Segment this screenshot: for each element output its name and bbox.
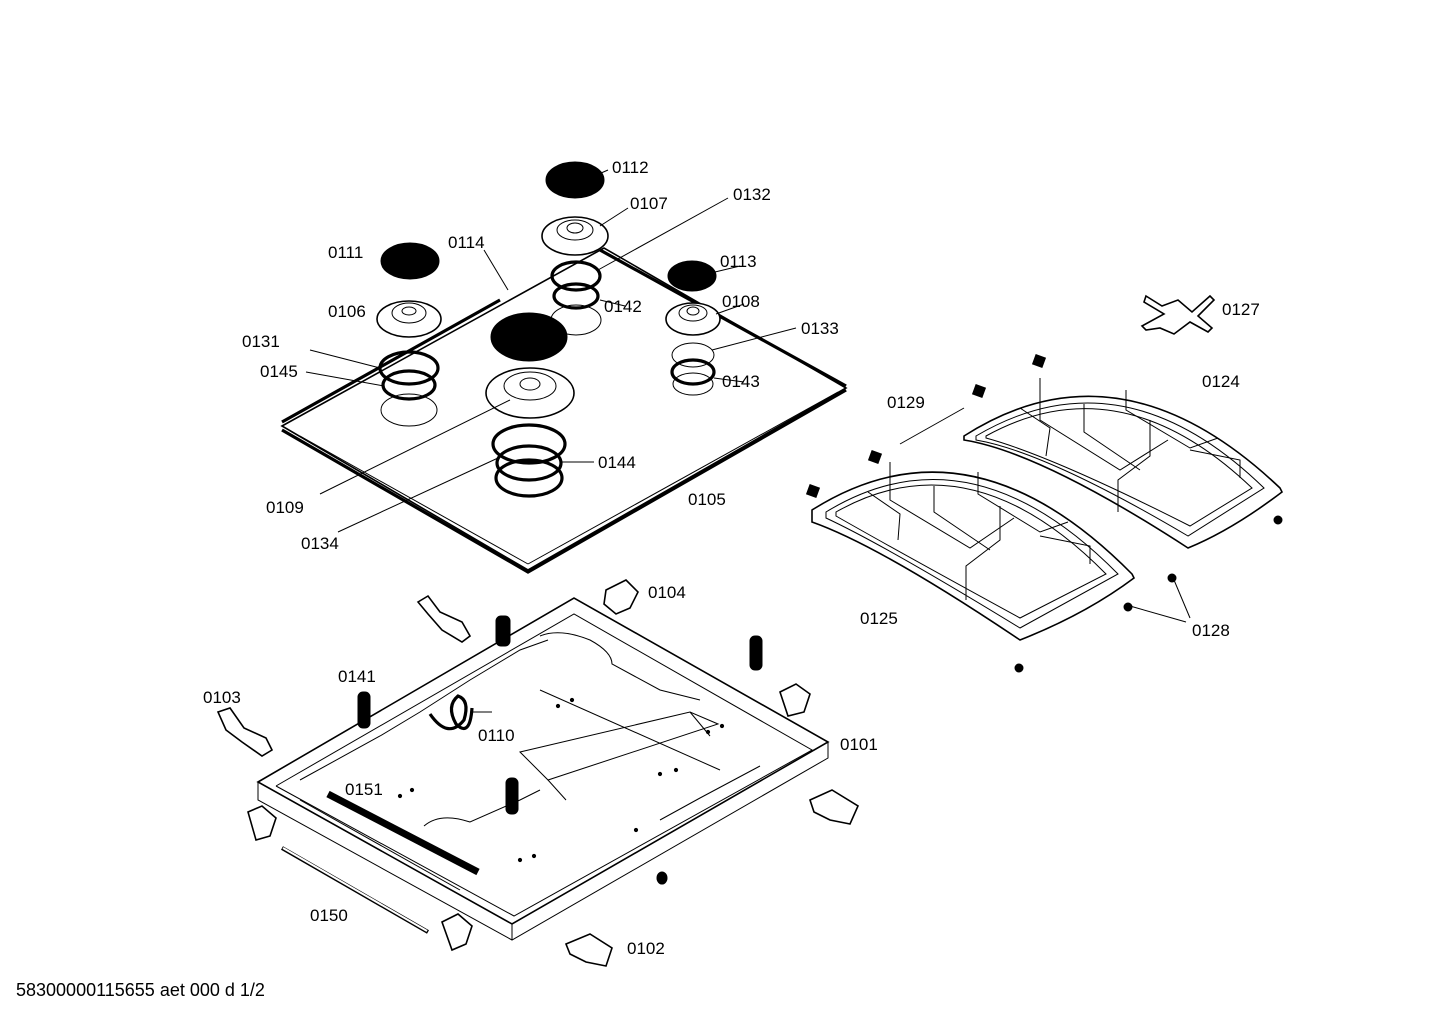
- burner-head-0106: [376, 300, 442, 338]
- label-0132: 0132: [733, 185, 771, 204]
- label-0101: 0101: [840, 735, 878, 754]
- label-0129: 0129: [887, 393, 925, 412]
- burner-head-0108: [665, 302, 721, 336]
- label-0111: 0111: [328, 243, 363, 262]
- burner-cap-large: [490, 312, 568, 362]
- mounting-brackets: [216, 579, 860, 967]
- label-0150: 0150: [310, 906, 348, 925]
- label-0109: 0109: [266, 498, 304, 517]
- label-0133: 0133: [801, 319, 839, 338]
- hob-top-plate: [280, 247, 848, 574]
- label-0114: 0114: [448, 233, 485, 252]
- bracket-0104: [603, 579, 639, 615]
- label-0104: 0104: [648, 583, 686, 602]
- label-0127: 0127: [1222, 300, 1260, 319]
- base-tray-0101: [256, 597, 830, 941]
- screw-points: [397, 697, 725, 863]
- label-0108: 0108: [722, 292, 760, 311]
- clip-0102: [564, 933, 613, 967]
- label-0145: 0145: [260, 362, 298, 381]
- label-0103: 0103: [203, 688, 241, 707]
- pan-support-0124: [963, 353, 1284, 549]
- label-0151: 0151: [345, 780, 383, 799]
- leader-lines-top: [305, 169, 797, 533]
- label-0124: 0124: [1202, 372, 1240, 391]
- burner-heads: [376, 216, 721, 419]
- rubber-feet-0128: [1014, 515, 1283, 673]
- label-0141: 0141: [338, 667, 376, 686]
- label-0134: 0134: [301, 534, 339, 553]
- label-0105: 0105: [688, 490, 726, 509]
- label-0106: 0106: [328, 302, 366, 321]
- burner-head-0109: [485, 367, 575, 419]
- label-0125: 0125: [860, 609, 898, 628]
- label-0110: 0110: [478, 726, 515, 745]
- label-0131: 0131: [242, 332, 280, 351]
- pan-support-0125: [805, 449, 1136, 641]
- label-0112: 0112: [612, 158, 649, 177]
- burner-cap-0111: [380, 242, 440, 280]
- seal-strips: [281, 790, 480, 934]
- valves-0141: [357, 615, 763, 885]
- label-0128: 0128: [1192, 621, 1230, 640]
- document-code: 58300000115655 aet 000 d 1/2: [16, 980, 265, 1000]
- label-0113: 0113: [720, 252, 757, 271]
- label-0143: 0143: [722, 372, 760, 391]
- burner-head-0107: [541, 216, 609, 256]
- wok-ring-0127: [1140, 294, 1216, 335]
- part-labels: 0112 0107 0132 0111 0114 0113 0106 0142 …: [203, 158, 1260, 958]
- label-0107: 0107: [630, 194, 668, 213]
- label-0142: 0142: [604, 297, 642, 316]
- label-0102: 0102: [627, 939, 665, 958]
- ignition-lead-0110: [428, 694, 474, 731]
- burner-cap-0113: [667, 260, 717, 292]
- label-0144: 0144: [598, 453, 636, 472]
- burner-cap-0112: [545, 161, 605, 199]
- leader-0129: [899, 407, 965, 445]
- burner-caps: [380, 161, 717, 362]
